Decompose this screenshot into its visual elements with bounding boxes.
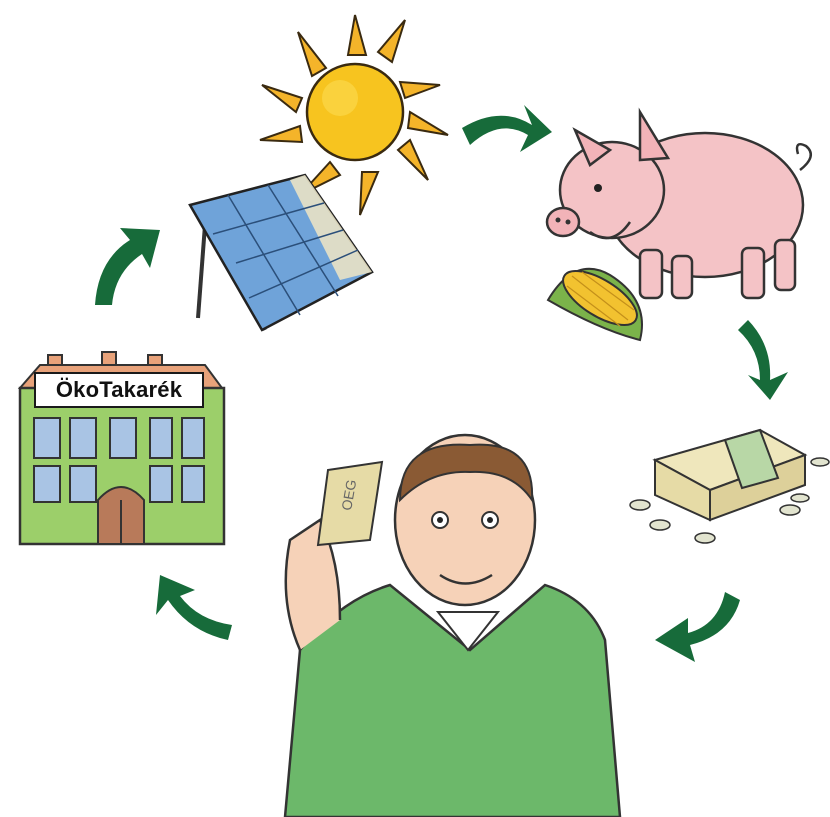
solar-panel-icon [190, 175, 372, 330]
money-stack-icon [630, 430, 829, 543]
arrow-man-to-bank [156, 575, 232, 640]
arrow-sun-to-pig [462, 105, 552, 152]
arrow-money-to-man [655, 592, 740, 662]
bank-sign: ÖkoTakarék [34, 372, 204, 408]
arrow-pig-to-money [738, 320, 788, 400]
banknote-icon: OEG [318, 462, 382, 545]
arrow-bank-to-panel [95, 228, 160, 305]
corn-icon [548, 260, 645, 340]
